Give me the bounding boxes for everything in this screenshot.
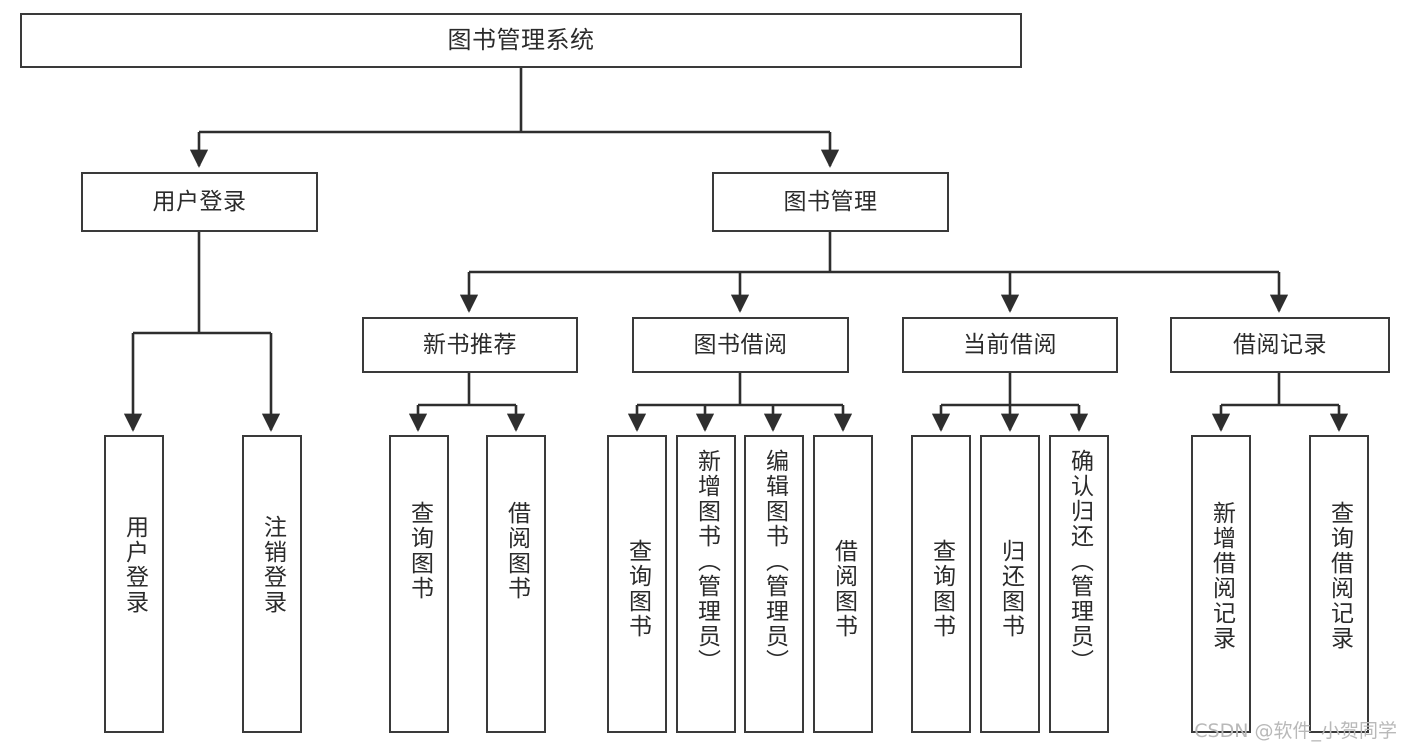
leaf-logout[interactable]: 注销登录	[242, 435, 302, 733]
leaf-query-borrow-record-label: 查询借阅记录	[1326, 501, 1353, 651]
node-root-label: 图书管理系统	[447, 25, 595, 54]
leaf-return-book[interactable]: 归还图书	[980, 435, 1040, 733]
leaf-borrow-book-recommend[interactable]: 借阅图书	[486, 435, 546, 733]
leaf-query-book-recommend-label: 查询图书	[406, 501, 433, 601]
leaf-query-book-current[interactable]: 查询图书	[911, 435, 971, 733]
node-book-borrow[interactable]: 图书借阅	[632, 317, 849, 373]
node-root[interactable]: 图书管理系统	[20, 13, 1022, 68]
leaf-borrow-book-recommend-label: 借阅图书	[503, 501, 530, 601]
leaf-query-borrow-record[interactable]: 查询借阅记录	[1309, 435, 1369, 733]
leaf-confirm-return-admin-label: 确认归还（管理员）	[1066, 449, 1093, 674]
leaf-logout-label: 注销登录	[259, 515, 286, 615]
leaf-add-borrow-record-label: 新增借阅记录	[1208, 501, 1235, 651]
leaf-confirm-return-admin[interactable]: 确认归还（管理员）	[1049, 435, 1109, 733]
leaf-add-borrow-record[interactable]: 新增借阅记录	[1191, 435, 1251, 733]
node-book-management[interactable]: 图书管理	[712, 172, 949, 232]
leaf-borrow-book[interactable]: 借阅图书	[813, 435, 873, 733]
leaf-query-book-recommend[interactable]: 查询图书	[389, 435, 449, 733]
leaf-return-book-label: 归还图书	[997, 539, 1024, 639]
node-book-management-label: 图书管理	[783, 188, 878, 215]
leaf-query-book-borrow[interactable]: 查询图书	[607, 435, 667, 733]
leaf-query-book-current-label: 查询图书	[928, 539, 955, 639]
leaf-query-book-borrow-label: 查询图书	[624, 539, 651, 639]
node-borrow-record[interactable]: 借阅记录	[1170, 317, 1390, 373]
leaf-borrow-book-label: 借阅图书	[830, 539, 857, 639]
node-borrow-record-label: 借阅记录	[1233, 331, 1327, 358]
leaf-user-login-label: 用户登录	[121, 515, 148, 615]
node-current-borrow-label: 当前借阅	[963, 331, 1057, 358]
node-user-login[interactable]: 用户登录	[81, 172, 318, 232]
leaf-add-book-admin-label: 新增图书（管理员）	[693, 449, 720, 674]
leaf-user-login[interactable]: 用户登录	[104, 435, 164, 733]
node-current-borrow[interactable]: 当前借阅	[902, 317, 1118, 373]
leaf-edit-book-admin-label: 编辑图书（管理员）	[761, 449, 788, 674]
node-book-borrow-label: 图书借阅	[693, 331, 788, 358]
leaf-add-book-admin[interactable]: 新增图书（管理员）	[676, 435, 736, 733]
node-new-book-recommend-label: 新书推荐	[423, 331, 517, 358]
leaf-edit-book-admin[interactable]: 编辑图书（管理员）	[744, 435, 804, 733]
node-user-login-label: 用户登录	[152, 188, 247, 215]
watermark: CSDN @软件_小贺同学	[1194, 720, 1397, 742]
node-new-book-recommend[interactable]: 新书推荐	[362, 317, 578, 373]
